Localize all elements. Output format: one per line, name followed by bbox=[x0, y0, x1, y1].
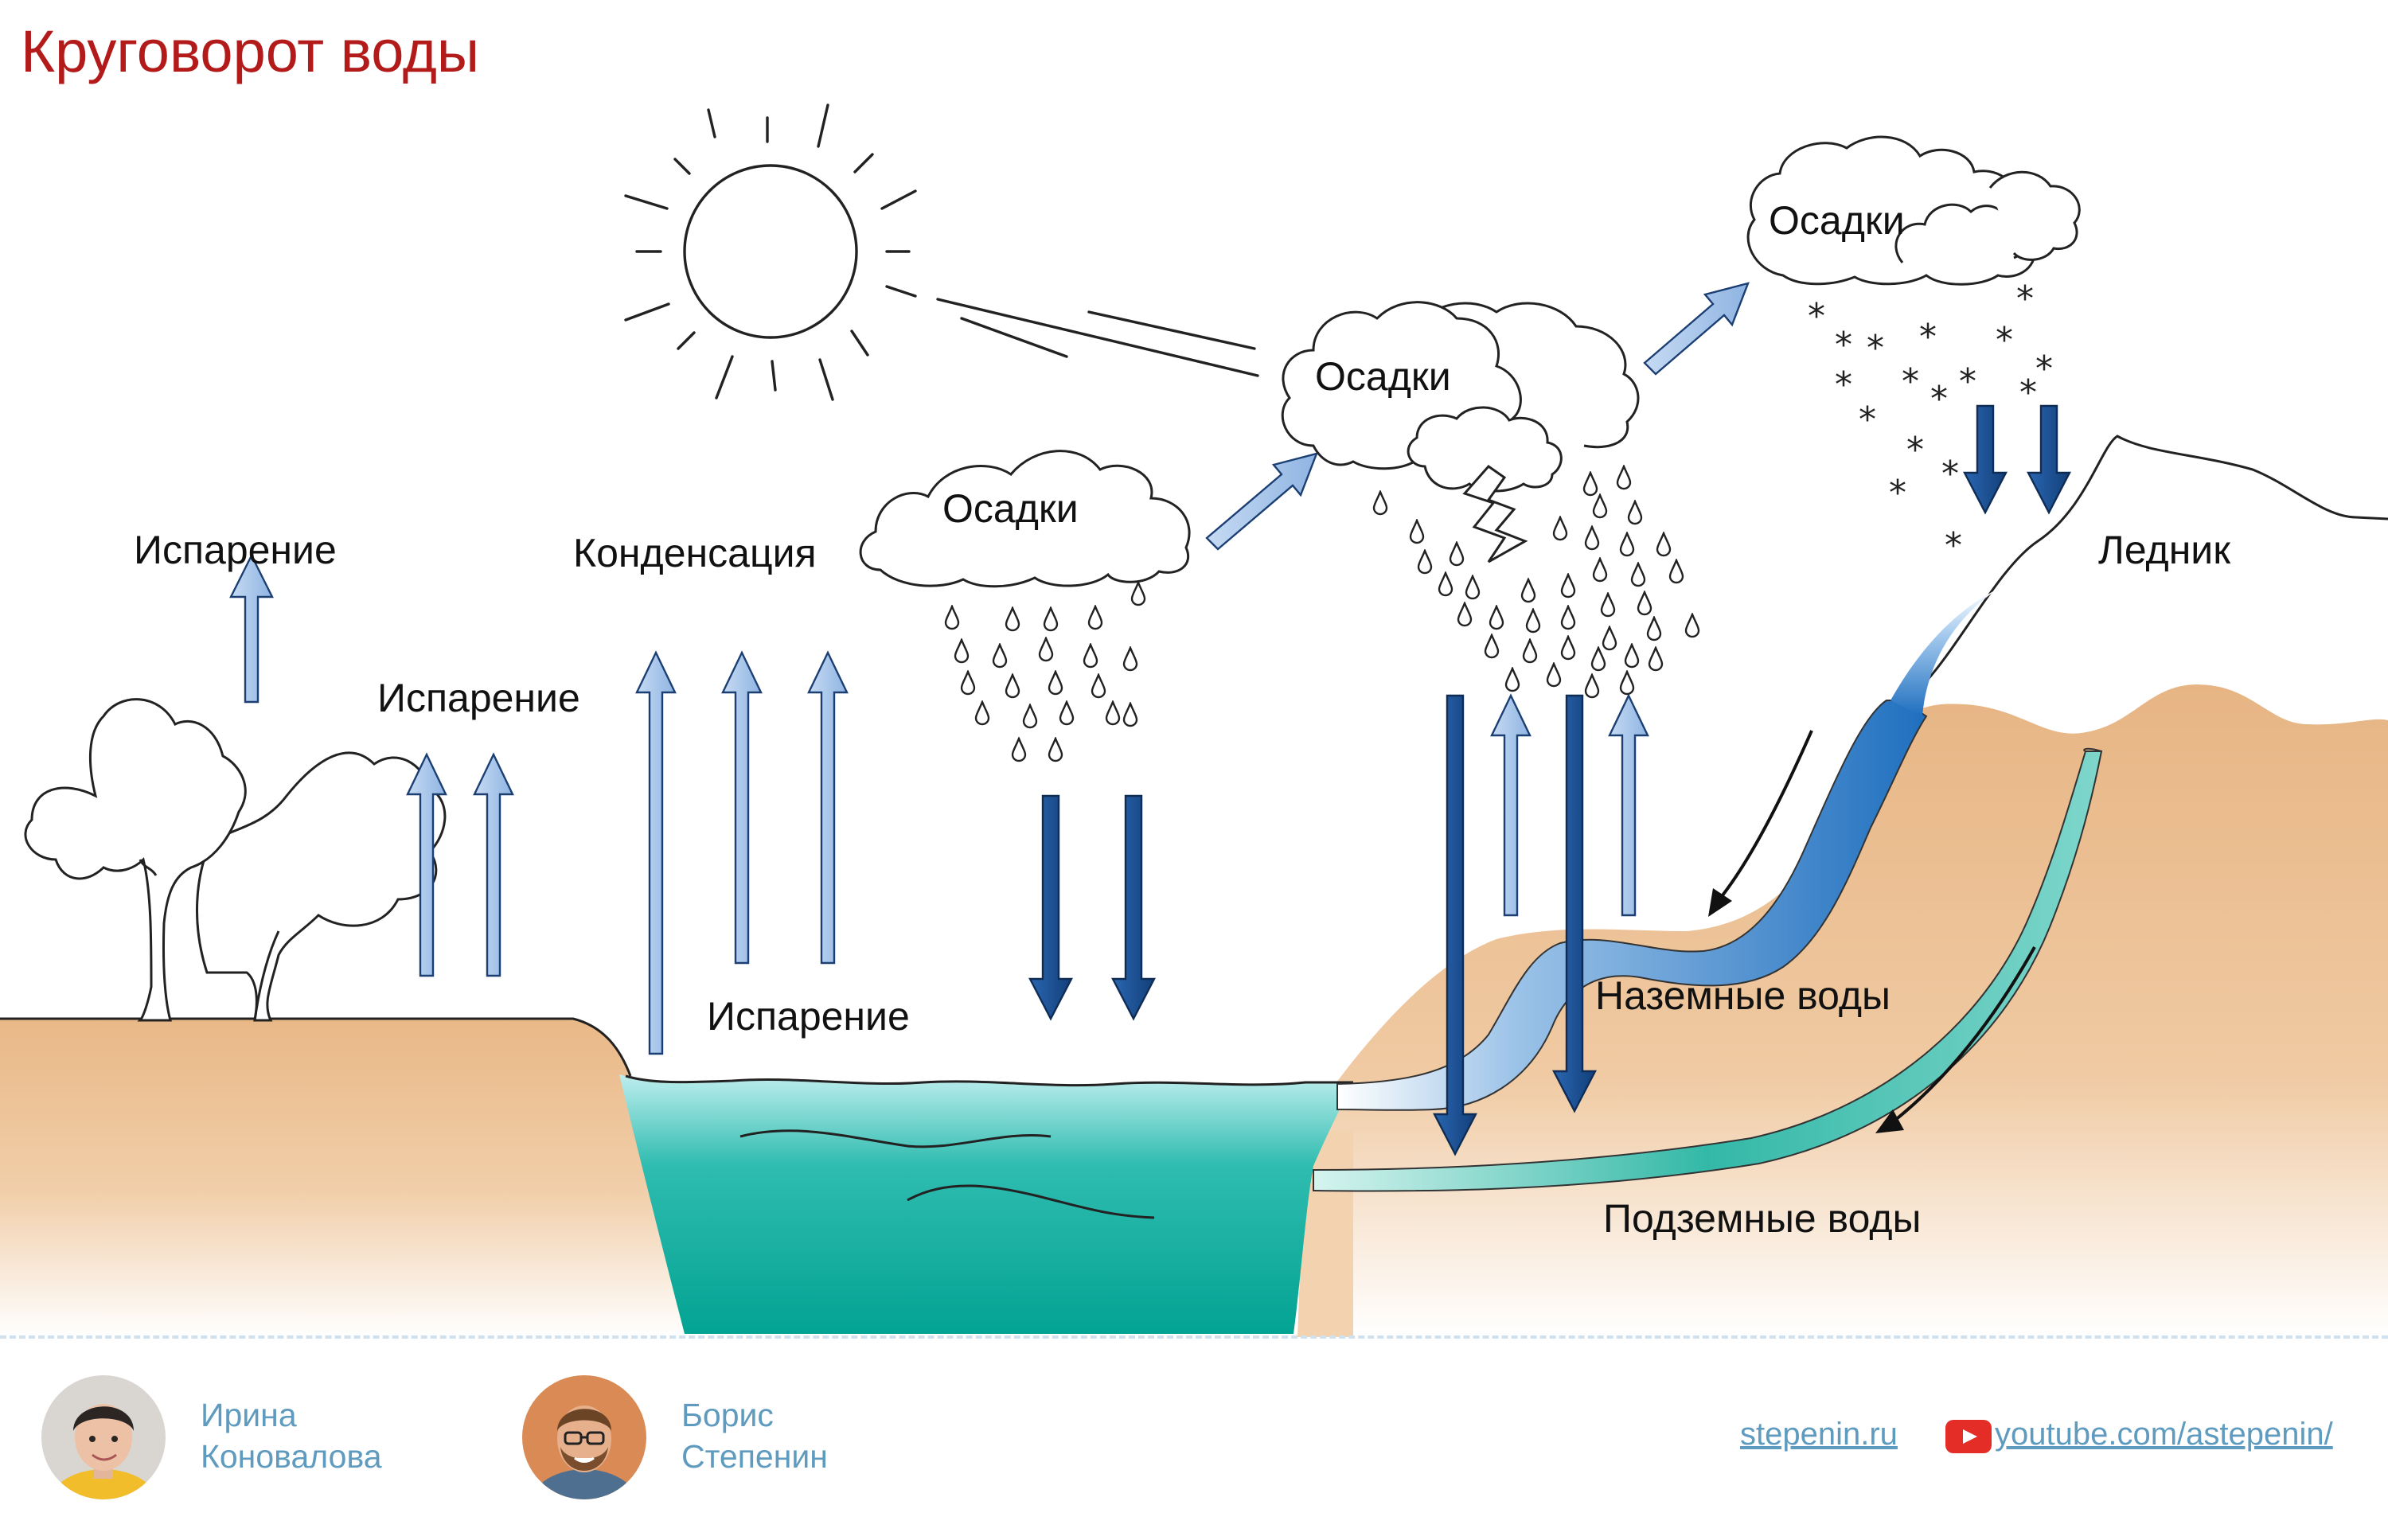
svg-text:*: * bbox=[1889, 473, 1906, 513]
youtube-link[interactable]: youtube.com/astepenin/ bbox=[1995, 1417, 2333, 1452]
sun-icon bbox=[624, 103, 1259, 401]
svg-text:*: * bbox=[1906, 430, 1924, 470]
label-precipitation-2: Осадки bbox=[1315, 354, 1451, 399]
cloud-icon bbox=[1746, 135, 2081, 286]
label-evaporation-lake: Испарение bbox=[707, 994, 910, 1039]
flow-arrow-glacier bbox=[1708, 730, 1813, 917]
svg-text:*: * bbox=[2016, 279, 2034, 319]
avatar bbox=[41, 1375, 166, 1499]
svg-text:*: * bbox=[1867, 328, 1884, 368]
raindrops-1 bbox=[944, 581, 1146, 762]
tree-icon bbox=[24, 698, 447, 1022]
label-surface-water: Наземные воды bbox=[1595, 973, 1890, 1018]
left-ground bbox=[0, 1019, 685, 1337]
lightning-icon bbox=[1462, 465, 1528, 563]
raindrops-2 bbox=[1372, 465, 1700, 699]
label-precipitation-3: Осадки bbox=[1769, 198, 1905, 243]
precipitation-arrows bbox=[1028, 404, 2071, 1156]
svg-text:*: * bbox=[1859, 400, 1876, 440]
author-first-name: Ирина bbox=[201, 1397, 297, 1433]
cloud-icon bbox=[859, 450, 1191, 588]
avatar bbox=[522, 1375, 646, 1499]
label-condensation: Конденсация bbox=[573, 531, 817, 575]
svg-text:*: * bbox=[1835, 365, 1852, 405]
svg-text:*: * bbox=[1902, 361, 1919, 402]
label-evaporation-trees: Испарение bbox=[134, 528, 337, 572]
cloud-icon bbox=[1281, 301, 1640, 563]
evaporation-arrows bbox=[229, 282, 1750, 1055]
svg-text:*: * bbox=[1945, 525, 1962, 566]
svg-text:*: * bbox=[2019, 372, 2037, 413]
author-name: Ирина Коновалова bbox=[201, 1394, 382, 1477]
svg-text:*: * bbox=[1930, 379, 1948, 419]
author-last-name: Коновалова bbox=[201, 1438, 382, 1475]
svg-text:*: * bbox=[1919, 317, 1937, 357]
author-first-name: Борис bbox=[681, 1397, 774, 1433]
surface-river bbox=[1336, 700, 1928, 1111]
footer-divider bbox=[0, 1335, 2388, 1339]
site-link[interactable]: stepenin.ru bbox=[1740, 1417, 1898, 1452]
lake bbox=[619, 1074, 1353, 1334]
label-glacier: Ледник bbox=[2098, 528, 2231, 572]
svg-text:*: * bbox=[1996, 320, 2013, 361]
page-title: Круговорот воды bbox=[21, 18, 480, 84]
svg-text:*: * bbox=[2035, 349, 2053, 389]
label-precipitation-1: Осадки bbox=[942, 486, 1079, 531]
svg-text:*: * bbox=[1941, 454, 1959, 494]
svg-text:*: * bbox=[1959, 361, 1976, 402]
groundwater-channel bbox=[1313, 751, 2103, 1192]
author-last-name: Степенин bbox=[681, 1438, 828, 1475]
author-name: Борис Степенин bbox=[681, 1394, 828, 1477]
snowflake-icon: * * * * * * * * * * * * * * * * * bbox=[1808, 279, 2053, 566]
svg-text:*: * bbox=[1808, 296, 1825, 337]
svg-text:*: * bbox=[1835, 325, 1852, 365]
label-evaporation-ground: Испарение bbox=[377, 676, 580, 720]
youtube-icon[interactable] bbox=[1945, 1420, 1992, 1453]
label-groundwater: Подземные воды bbox=[1603, 1196, 1922, 1241]
flow-arrow-groundwater bbox=[1875, 946, 2036, 1133]
